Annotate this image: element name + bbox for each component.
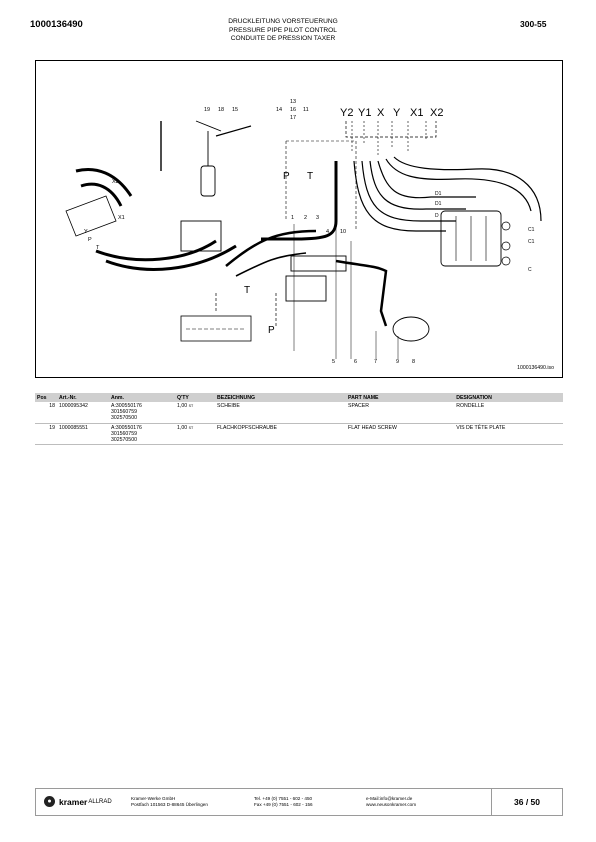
brand-name: kramer <box>59 796 88 807</box>
port-label-y: Y <box>393 107 401 119</box>
kramer-logo: ● kramer ALLRAD <box>44 796 112 807</box>
callout-x1: X1 <box>118 215 125 221</box>
callout-t-bottom: T <box>244 285 250 296</box>
phone-info: Tel. +49 (0) 7551 - 602 - 450 Fax +49 (0… <box>254 796 313 808</box>
hydraulic-diagram: Y2 Y1 X Y X1 X2 19 18 15 14 13 16 17 11 … <box>65 99 542 365</box>
email: e-Mail:info@kramer.de <box>366 796 413 801</box>
port-label-x: X <box>377 107 385 119</box>
cell-anm-line: 301560759 <box>111 409 137 416</box>
qty-value: 1,00 <box>177 403 188 409</box>
cell-qty: 1,00 ST <box>175 423 215 446</box>
callout-17: 17 <box>290 115 296 121</box>
qty-unit: ST <box>188 425 194 430</box>
cell-anm-line: 302570500 <box>111 415 137 422</box>
cell-bez: SCHEIBE <box>215 402 347 424</box>
col-pos: Pos <box>35 393 57 402</box>
cell-pos: 19 <box>35 423 57 446</box>
document-title: DRUCKLEITUNG VORSTEUERUNG PRESSURE PIPE … <box>185 18 381 44</box>
callout-10: 10 <box>340 229 346 235</box>
callout-x2: X2 <box>112 179 119 185</box>
cell-anm-line: A:300550176 <box>111 424 142 431</box>
cell-anm: A:300550176 301560759 302570500 <box>109 423 175 446</box>
col-des: DESIGNATION <box>454 393 563 402</box>
kramer-logo-icon: ● <box>44 796 55 807</box>
cell-des: VIS DE TÊTE PLATE <box>454 423 563 446</box>
callout-7: 7 <box>374 359 377 365</box>
qty-value: 1,00 <box>177 424 188 431</box>
callout-d1-b: D1 <box>435 201 442 207</box>
cell-anm-line: A:300550176 <box>111 403 142 409</box>
document-number: 1000136490 <box>30 19 83 30</box>
col-part: PART NAME <box>346 393 455 402</box>
brand-suffix: ALLRAD <box>88 798 112 805</box>
callout-3: 3 <box>316 215 319 221</box>
page-number: 36 / 50 <box>491 789 562 815</box>
cell-part: FLAT HEAD SCREW <box>346 423 455 446</box>
fax: Fax +49 (0) 7551 - 602 - 156 <box>254 802 313 807</box>
cell-part: SPACER <box>346 402 455 424</box>
callout-19: 19 <box>204 107 210 113</box>
port-label-x1: X1 <box>410 107 423 119</box>
callout-11: 11 <box>303 107 309 113</box>
callout-d: D <box>435 213 439 219</box>
qty-unit: ST <box>188 404 194 408</box>
callout-18: 18 <box>218 107 224 113</box>
cell-qty: 1,00 ST <box>175 402 215 424</box>
diagram-id: 1000136490.iso <box>517 365 554 371</box>
callout-d1-a: D1 <box>435 191 442 197</box>
cell-art: 1000095342 <box>57 402 109 424</box>
col-art: Art.-Nr. <box>57 393 109 402</box>
tel: Tel. +49 (0) 7551 - 602 - 450 <box>254 796 313 801</box>
callout-8: 8 <box>412 359 415 365</box>
callout-16: 16 <box>290 107 296 113</box>
port-label-y2: Y2 <box>340 107 353 119</box>
parts-diagram: Y2 Y1 X Y X1 X2 19 18 15 14 13 16 17 11 … <box>35 60 563 378</box>
callout-y-left: Y <box>84 229 88 235</box>
port-label-x2: X2 <box>430 107 443 119</box>
title-fr: CONDUITE DE PRESSION TAXER <box>230 35 336 43</box>
website: www.neusonkramer.com <box>366 802 417 807</box>
title-en: PRESSURE PIPE PILOT CONTROL <box>229 26 337 34</box>
callout-c: C <box>528 267 532 273</box>
cell-anm: A:300550176 301560759 302570500 <box>109 402 175 424</box>
parts-table: Pos Art.-Nr. Anm. Q'TY BEZEICHNUNG PART … <box>35 393 563 446</box>
callout-p-left: P <box>88 237 92 243</box>
callout-p-top: P <box>283 171 290 182</box>
col-bez: BEZEICHNUNG <box>215 393 347 402</box>
col-qty: Q'TY <box>175 393 215 402</box>
callout-4: 4 <box>326 229 329 235</box>
callout-5: 5 <box>332 359 335 365</box>
callout-t-top: T <box>307 171 313 182</box>
table-row: 19 1000085551 A:300550176 301560759 3025… <box>35 423 563 446</box>
table-row: 18 1000095342 A:300550176 301560759 3025… <box>35 402 563 424</box>
callout-6: 6 <box>354 359 357 365</box>
parts-table-header: Pos Art.-Nr. Anm. Q'TY BEZEICHNUNG PART … <box>35 393 563 402</box>
company-address: Kramer-Werke GmbH Postfach 101563 D-8864… <box>131 796 208 808</box>
title-de: DRUCKLEITUNG VORSTEUERUNG <box>228 18 338 25</box>
cell-pos: 18 <box>35 402 57 424</box>
company-line1: Kramer-Werke GmbH <box>131 796 176 801</box>
callout-15: 15 <box>232 107 238 113</box>
page-footer: ● kramer ALLRAD Kramer-Werke GmbH Postfa… <box>35 788 563 816</box>
cell-des: RONDELLE <box>454 402 563 424</box>
callout-c1-a: C1 <box>528 227 535 233</box>
section-number: 300-55 <box>520 19 547 29</box>
company-line2: Postfach 101563 D-88645 Überlingen <box>131 802 208 807</box>
callout-t-left: T <box>96 245 100 251</box>
callout-1: 1 <box>291 215 294 221</box>
callout-c1-b: C1 <box>528 239 535 245</box>
callout-p-bottom: P <box>268 325 275 336</box>
callout-14: 14 <box>276 107 282 113</box>
callout-2: 2 <box>304 215 307 221</box>
cell-bez: FLACHKOPFSCHRAUBE <box>215 423 347 446</box>
cell-anm-line: 301560759 <box>111 430 137 437</box>
callout-13: 13 <box>290 99 296 105</box>
web-info: e-Mail:info@kramer.de www.neusonkramer.c… <box>366 796 416 808</box>
port-label-y1: Y1 <box>358 107 371 119</box>
col-anm: Anm. <box>109 393 175 402</box>
callout-9: 9 <box>396 359 399 365</box>
cell-anm-line: 302570500 <box>111 437 137 444</box>
cell-art: 1000085551 <box>57 423 109 446</box>
